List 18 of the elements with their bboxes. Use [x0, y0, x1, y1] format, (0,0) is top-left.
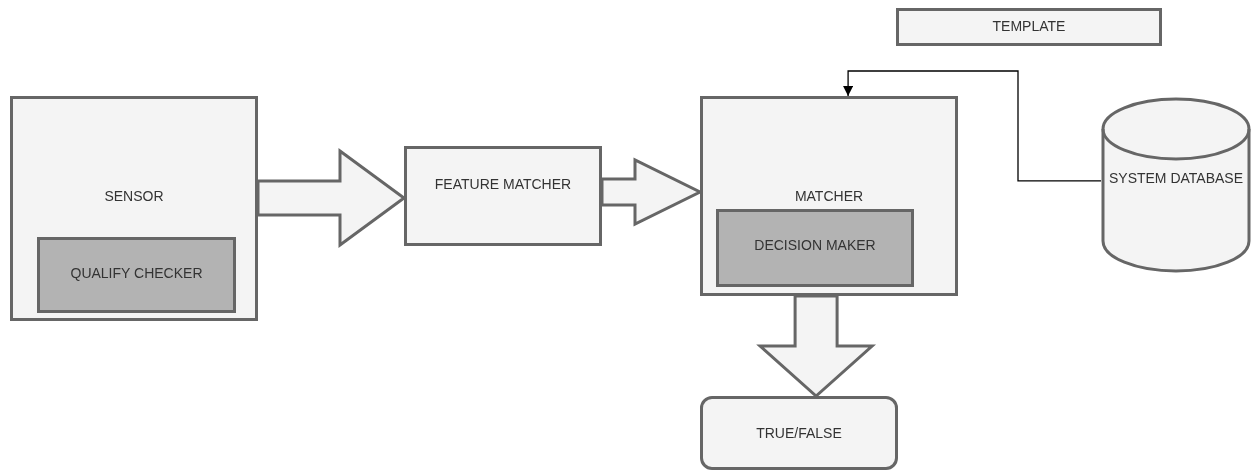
node-label: TRUE/FALSE	[755, 425, 843, 441]
node-label: SYSTEM DATABASE	[1107, 170, 1245, 186]
block-arrow	[256, 147, 407, 248]
node-label: MATCHER	[793, 188, 865, 204]
decision-box	[716, 209, 914, 287]
block-arrow	[756, 294, 877, 398]
arrow	[843, 70, 1102, 182]
node-label: FEATURE MATCHER	[433, 176, 573, 192]
node-label: TEMPLATE	[991, 18, 1067, 34]
matcher-box	[700, 96, 958, 296]
process-box	[404, 146, 602, 246]
sensor-box	[10, 96, 258, 321]
terminal-box	[700, 396, 898, 470]
node-label: DECISION MAKER	[753, 237, 877, 253]
node-label: SENSOR	[103, 188, 165, 204]
template-box	[896, 8, 1162, 46]
checker-box	[37, 237, 236, 313]
node-label: QUALIFY CHECKER	[69, 265, 204, 281]
